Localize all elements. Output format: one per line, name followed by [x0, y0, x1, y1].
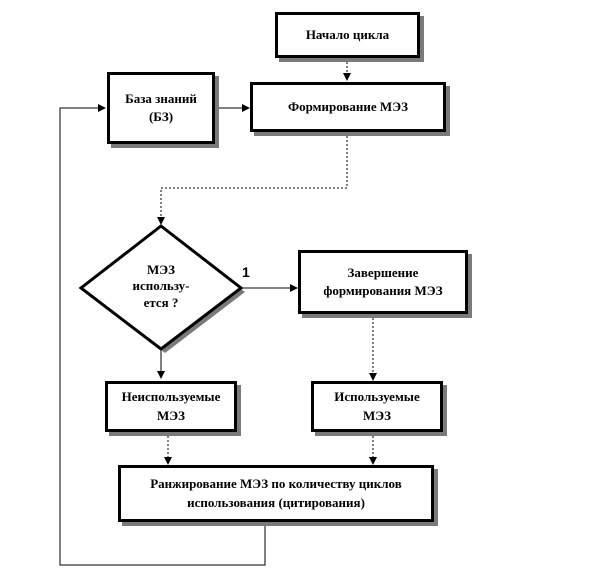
used-box: Используемые МЭЗ	[311, 381, 443, 432]
completion-box: Завершение формирования МЭЗ	[298, 250, 468, 314]
decision-diamond	[78, 224, 244, 351]
decision-label-line2: использу-	[132, 278, 190, 294]
decision-label: МЭЗ использу- ется ?	[111, 262, 211, 311]
formation-label: Формирование МЭЗ	[287, 98, 409, 114]
edge-ranking-to-kb-feedback	[59, 104, 266, 566]
ranking-box: Ранжирование МЭЗ по количеству циклов ис…	[118, 465, 434, 522]
decision-label-line1: МЭЗ	[146, 262, 176, 277]
edge-formation-to-decision	[157, 132, 348, 225]
used-label-line1: Используемые	[334, 389, 420, 405]
unused-box: Неиспользуемые МЭЗ	[105, 381, 237, 432]
completion-label-line2: формирования МЭЗ	[323, 283, 443, 298]
knowledge-base-label: База знаний	[125, 90, 197, 106]
decision-yes-label: 1	[242, 264, 250, 280]
formation-box: Формирование МЭЗ	[250, 82, 446, 132]
unused-label-line1: Неиспользуемые	[121, 389, 221, 405]
start-label: Начало цикла	[305, 26, 390, 42]
decision-label-line3: ется ?	[143, 294, 179, 310]
start-box: Начало цикла	[275, 12, 420, 58]
used-label-line2: МЭЗ	[362, 407, 392, 423]
unused-label-line2: МЭЗ	[156, 407, 186, 423]
knowledge-base-abbr: (БЗ)	[148, 109, 174, 124]
completion-label-line1: Завершение	[347, 264, 419, 280]
ranking-label-line2: использования (цитирования)	[187, 494, 365, 510]
knowledge-base-box: База знаний (БЗ)	[107, 72, 215, 144]
ranking-label-line1: Ранжирование МЭЗ по количеству циклов	[150, 476, 402, 492]
